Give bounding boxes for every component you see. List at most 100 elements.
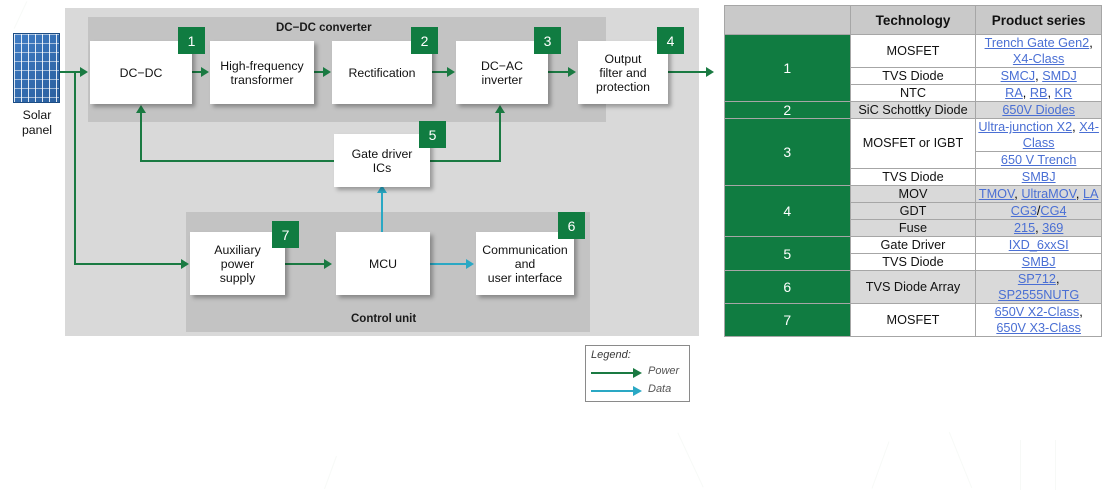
hft-line1: High-frequency [220, 58, 304, 73]
product-link[interactable]: 215 [1013, 221, 1036, 235]
cell-product-series: 650 V Trench [975, 151, 1102, 169]
product-link[interactable]: SMBJ [1021, 255, 1056, 269]
inv-line2: inverter [481, 72, 523, 87]
product-link[interactable]: 650V Diodes [1002, 103, 1075, 117]
block-communication-and-user-interface[interactable]: Communication and user interface [476, 232, 574, 295]
table-header-index [724, 5, 851, 35]
product-link[interactable]: RA [1005, 86, 1023, 100]
product-link[interactable]: Ultra-junction X2 [978, 120, 1073, 134]
product-link[interactable]: CG4 [1040, 204, 1067, 218]
cell-product-series: Trench Gate Gen2, X4-Class [975, 34, 1102, 68]
badge-5[interactable]: 5 [419, 121, 446, 148]
cell-technology: MOSFET [849, 303, 977, 337]
product-link[interactable]: SMCJ [1000, 69, 1036, 83]
wire-mcu-to-comm [430, 263, 468, 265]
product-link[interactable]: 369 [1042, 221, 1064, 235]
block-dc-ac-inverter[interactable]: DC−AC inverter [456, 41, 548, 104]
product-link[interactable]: UltraMOV [1021, 187, 1076, 201]
arrowhead-aux-to-mcu [324, 259, 332, 269]
arrowhead-mcu-to-gatedriver [377, 185, 387, 193]
table-header-product-series: Product series [975, 5, 1102, 35]
block-high-frequency-transformer[interactable]: High-frequency transformer [210, 41, 314, 104]
badge-3[interactable]: 3 [534, 27, 561, 54]
product-link[interactable]: 650 V Trench [1000, 153, 1077, 167]
arrowhead-hft-to-rect [323, 67, 331, 77]
product-link[interactable]: SP712 [1017, 272, 1056, 286]
block-gate-driver-ics[interactable]: Gate driver ICs [334, 134, 430, 187]
product-link[interactable]: SMBJ [1021, 170, 1056, 184]
arrowhead-dcdc-to-hft [201, 67, 209, 77]
gate-line2: ICs [372, 160, 392, 175]
badge-1[interactable]: 1 [178, 27, 205, 54]
product-link[interactable]: TMOV [978, 187, 1015, 201]
product-link[interactable]: RB [1029, 86, 1048, 100]
cell-technology: MOV [849, 185, 977, 203]
block-gate-driver-ics-label: Gate driver ICs [352, 147, 413, 175]
wire-gatedriver-to-inverter-vertical [499, 112, 501, 162]
aux-line2: power [220, 256, 255, 271]
wire-gatedriver-to-dcdc-vertical [140, 112, 142, 162]
legend-data-label: Data [648, 383, 672, 395]
badge-2[interactable]: 2 [411, 27, 438, 54]
block-dc-dc[interactable]: DC−DC [90, 41, 192, 104]
cell-product-series: SP712, SP2555NUTG [975, 270, 1102, 304]
wire-solar-to-dcdc [60, 71, 82, 73]
legend-power-label: Power [648, 365, 680, 377]
aux-line1: Auxiliary [214, 242, 261, 257]
badge-4[interactable]: 4 [657, 27, 684, 54]
block-mcu[interactable]: MCU [336, 232, 430, 295]
arrowhead-output-to-grid [706, 67, 714, 77]
block-auxiliary-power-supply[interactable]: Auxiliary power supply [190, 232, 285, 295]
badge-6[interactable]: 6 [558, 212, 585, 239]
wire-solar-to-aux-vertical [74, 71, 76, 264]
product-link[interactable]: X4-Class [1022, 120, 1099, 150]
legend: Legend: Power Data [585, 345, 690, 402]
cell-product-series: IXD_6xxSI [975, 236, 1102, 254]
product-link[interactable]: IXD_6xxSI [1008, 238, 1069, 252]
product-link[interactable]: SMDJ [1042, 69, 1077, 83]
arrowhead-rect-to-inverter [447, 67, 455, 77]
product-link[interactable]: LA [1082, 187, 1099, 201]
product-link[interactable]: SP2555NUTG [998, 288, 1080, 302]
legend-power-line [591, 372, 633, 374]
comm-line2: and [514, 256, 536, 271]
cell-product-series: CG3/CG4 [975, 202, 1102, 220]
cell-product-series: SMBJ [975, 253, 1102, 271]
block-diagram: DC−DC converter Control unit Solar panel… [13, 8, 714, 402]
gate-line1: Gate driver [351, 146, 413, 161]
cell-technology: TVS Diode [849, 253, 977, 271]
legend-data-line [591, 390, 633, 392]
cell-product-series: Ultra-junction X2, X4-Class [975, 118, 1102, 152]
product-link[interactable]: 650V X3-Class [996, 321, 1081, 335]
wire-solar-to-aux-horizontal [74, 263, 184, 265]
product-link[interactable]: Trench Gate Gen2 [984, 36, 1090, 50]
block-output-filter-and-protection[interactable]: Output filter and protection [578, 41, 668, 104]
cell-technology: MOSFET or IGBT [849, 118, 977, 169]
wire-mcu-to-gatedriver [381, 192, 383, 232]
row-index-badge-5: 5 [724, 236, 851, 271]
block-dc-ac-inverter-label: DC−AC inverter [481, 59, 523, 87]
dcdc-converter-zone-title: DC−DC converter [276, 22, 372, 34]
badge-7[interactable]: 7 [272, 221, 299, 248]
block-mcu-label: MCU [368, 256, 397, 271]
cell-product-series: 215, 369 [975, 219, 1102, 237]
product-link[interactable]: CG3 [1010, 204, 1037, 218]
cell-product-series: SMBJ [975, 168, 1102, 186]
product-link[interactable]: 650V X2-Class [994, 305, 1080, 319]
row-index-badge-3: 3 [724, 118, 851, 186]
arrowhead-solar-to-aux [181, 259, 189, 269]
out-line3: protection [595, 79, 650, 94]
arrowhead-gatedriver-to-dcdc [136, 105, 146, 113]
product-link[interactable]: KR [1054, 86, 1073, 100]
aux-line3: supply [219, 270, 256, 285]
product-link[interactable]: X4-Class [1012, 52, 1065, 66]
cell-technology: Gate Driver [849, 236, 977, 254]
